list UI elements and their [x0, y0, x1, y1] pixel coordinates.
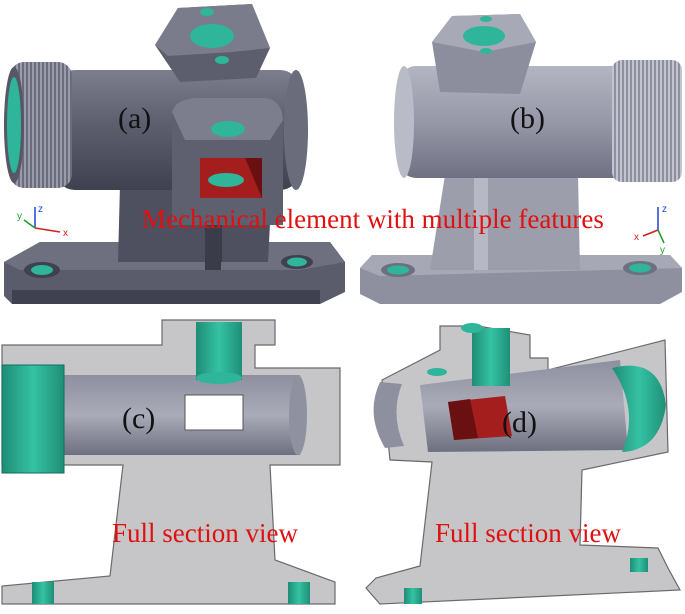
panel-c-label: (c) — [122, 402, 155, 435]
panel-b-main-pipe — [400, 66, 630, 178]
caption-top: Mechanical element with multiple feature… — [142, 204, 604, 234]
caption-section-left: Full section view — [112, 518, 298, 548]
panel-c-section: (c) — [1, 319, 341, 605]
svg-text:z: z — [38, 204, 43, 215]
panel-b-thread — [612, 60, 682, 182]
svg-text:x: x — [63, 228, 68, 239]
panel-c-top-port — [196, 322, 242, 380]
axis-triad-b: z x y — [634, 204, 667, 256]
svg-text:y: y — [660, 245, 665, 256]
panel-d-section: (d) — [365, 323, 681, 605]
axis-triad-a: z x y — [17, 204, 68, 239]
panel-b-model: (b) — [360, 14, 682, 304]
panel-c-bore — [60, 375, 300, 455]
svg-text:y: y — [17, 211, 22, 222]
svg-text:x: x — [634, 232, 639, 243]
caption-section-right: Full section view — [435, 518, 621, 548]
panel-a-model: (a) — [4, 4, 345, 304]
panel-a-thread — [10, 62, 72, 188]
panel-c-window — [184, 394, 244, 431]
panel-b-pedestal — [430, 175, 580, 270]
panel-d-label: (d) — [502, 406, 537, 439]
svg-text:z: z — [662, 204, 667, 215]
panel-a-front-boss — [172, 98, 283, 225]
panel-a-label: (a) — [118, 102, 151, 135]
panel-b-label: (b) — [510, 102, 545, 135]
